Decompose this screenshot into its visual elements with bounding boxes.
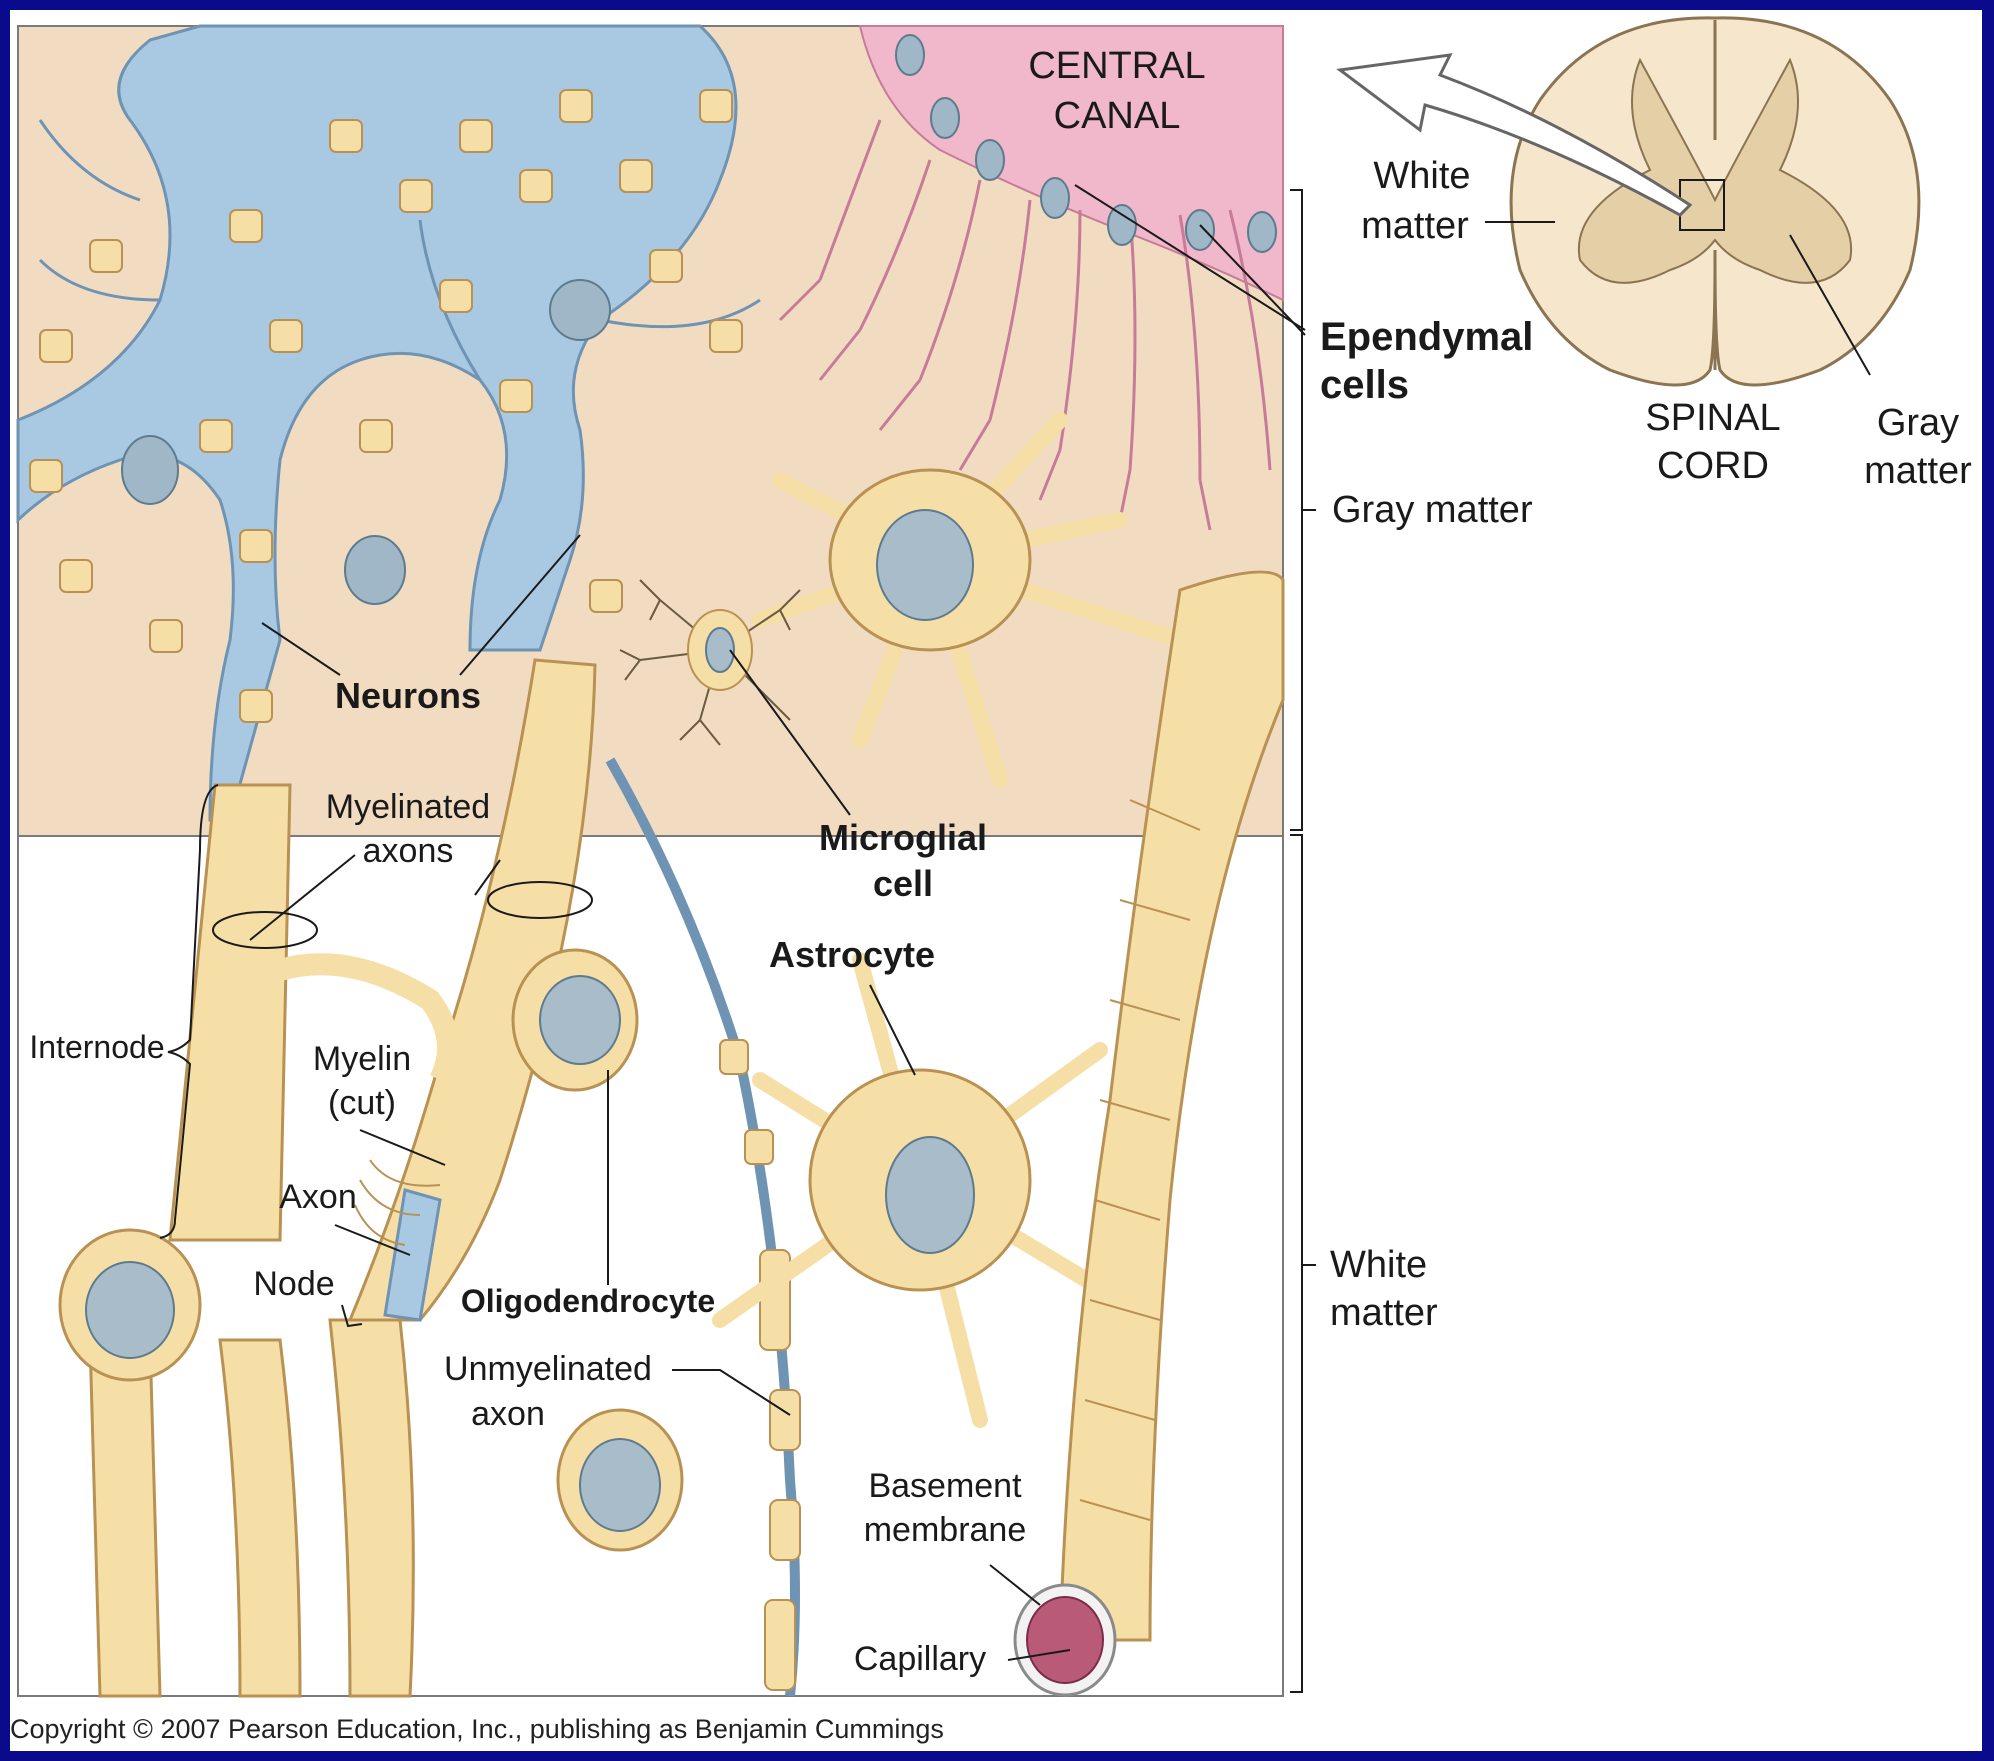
spinal-gray-matter xyxy=(1577,57,1853,284)
myelinated-ring-right xyxy=(487,881,593,919)
astrocyte-upper xyxy=(752,412,1188,788)
label-unmyelinated-axon-1: Unmyelinated xyxy=(444,1350,652,1388)
unmyelinated-axon xyxy=(605,757,800,1697)
leader-basement-membrane xyxy=(989,1564,1041,1606)
label-microglial-cell-2: cell xyxy=(873,863,933,904)
label-capillary: Capillary xyxy=(854,1640,986,1678)
inset-leaders xyxy=(1485,221,1871,376)
capillary-vessel xyxy=(1013,570,1285,1697)
label-microglial-cell-1: Microglial xyxy=(819,817,987,858)
label-central-canal-2: CANAL xyxy=(1054,95,1181,137)
label-node: Node xyxy=(253,1265,334,1303)
label-central-canal-1: CENTRAL xyxy=(1028,45,1205,87)
leader-ependymal-1 xyxy=(1074,184,1306,331)
leader-axon xyxy=(334,1224,411,1256)
label-neurons: Neurons xyxy=(335,675,481,716)
label-basement-membrane-2: membrane xyxy=(864,1511,1027,1549)
leader-unmyelinated xyxy=(672,1369,791,1416)
labels: CENTRAL CANAL White matter Ependymal cel… xyxy=(29,45,1972,1678)
leader-capillary xyxy=(1007,1649,1071,1661)
neuron-nuclei xyxy=(121,279,611,605)
neuron-nucleus-mid xyxy=(344,535,406,605)
label-spinal-cord-1: SPINAL xyxy=(1645,397,1780,439)
bracket-gray-matter xyxy=(1290,189,1316,831)
label-white-matter-region-1: White xyxy=(1330,1244,1427,1286)
exposed-axon xyxy=(383,1188,442,1322)
label-gray-matter-inset-2: matter xyxy=(1864,450,1972,492)
label-basement-membrane-1: Basement xyxy=(868,1467,1022,1505)
node-bracket xyxy=(341,1304,363,1328)
leader-ependymal-2 xyxy=(1199,224,1306,336)
illustration-panel xyxy=(16,24,1316,1698)
neuron-nucleus-left xyxy=(121,435,179,505)
lower-axons xyxy=(88,1318,415,1698)
label-myelin-cut-2: (cut) xyxy=(328,1084,396,1122)
ependymal-layer xyxy=(778,25,1284,531)
spinal-cord-inset xyxy=(1336,16,1921,387)
microglial-cell xyxy=(619,579,801,746)
label-ependymal-cells-2: cells xyxy=(1320,363,1409,407)
label-spinal-cord-2: CORD xyxy=(1657,445,1769,487)
myelinated-axons xyxy=(168,658,597,1322)
neuron-network xyxy=(16,24,761,822)
myelinated-ring-left xyxy=(212,911,318,949)
astrocyte-lower-nucleus xyxy=(885,1136,975,1254)
label-white-matter-inset-2: matter xyxy=(1361,205,1469,247)
leader-neurons-2 xyxy=(459,534,581,676)
label-white-matter-inset-1: White xyxy=(1373,155,1470,197)
ependymal-nuclei xyxy=(895,34,1277,253)
label-myelinated-axons-1: Myelinated xyxy=(326,788,490,826)
leader-myelin-cut xyxy=(359,1129,446,1166)
microglial-nucleus xyxy=(705,627,735,673)
synaptic-terminals xyxy=(29,89,743,723)
label-gray-matter-region: Gray matter xyxy=(1332,489,1533,531)
leader-microglial xyxy=(729,649,851,816)
myelinated-axon-left xyxy=(168,783,292,1242)
neuron-nucleus-center xyxy=(549,279,611,341)
astrocyte-upper-nucleus xyxy=(876,509,974,621)
label-astrocyte: Astrocyte xyxy=(769,934,935,975)
zoom-arrow xyxy=(1336,53,1693,217)
internode-brace xyxy=(159,784,219,1239)
label-myelin-cut-1: Myelin xyxy=(313,1040,411,1078)
label-oligodendrocyte: Oligodendrocyte xyxy=(461,1283,715,1319)
capillary-lumen xyxy=(1026,1596,1104,1684)
leader-astrocyte xyxy=(869,984,916,1076)
leader-myelinated-axons-1 xyxy=(249,854,356,941)
leader-lines xyxy=(159,184,1316,1693)
leader-myelinated-axons-2 xyxy=(474,859,501,896)
label-internode: Internode xyxy=(29,1029,164,1065)
neuron-dendrite-left xyxy=(38,119,761,381)
myelin-lamellae xyxy=(354,1159,441,1246)
endothelial-pattern xyxy=(1079,799,1201,1521)
capillary-wall xyxy=(1058,570,1285,1642)
label-gray-matter-inset-1: Gray xyxy=(1877,402,1959,444)
copyright-notice: Copyright © 2007 Pearson Education, Inc.… xyxy=(10,1714,944,1744)
ependymal-processes xyxy=(778,119,1272,531)
label-unmyelinated-axon-2: axon xyxy=(471,1395,545,1433)
leader-neurons-1 xyxy=(261,622,341,676)
oligodendrocyte-nuclei xyxy=(85,975,661,1532)
label-axon: Axon xyxy=(279,1178,357,1216)
label-myelinated-axons-2: axons xyxy=(363,832,454,870)
oligodendrocyte-bridge xyxy=(276,953,459,1085)
label-white-matter-region-2: matter xyxy=(1330,1292,1438,1334)
bracket-white-matter xyxy=(1290,834,1316,1693)
astrocyte-lower xyxy=(712,952,1128,1428)
label-ependymal-cells-1: Ependymal xyxy=(1320,315,1533,359)
